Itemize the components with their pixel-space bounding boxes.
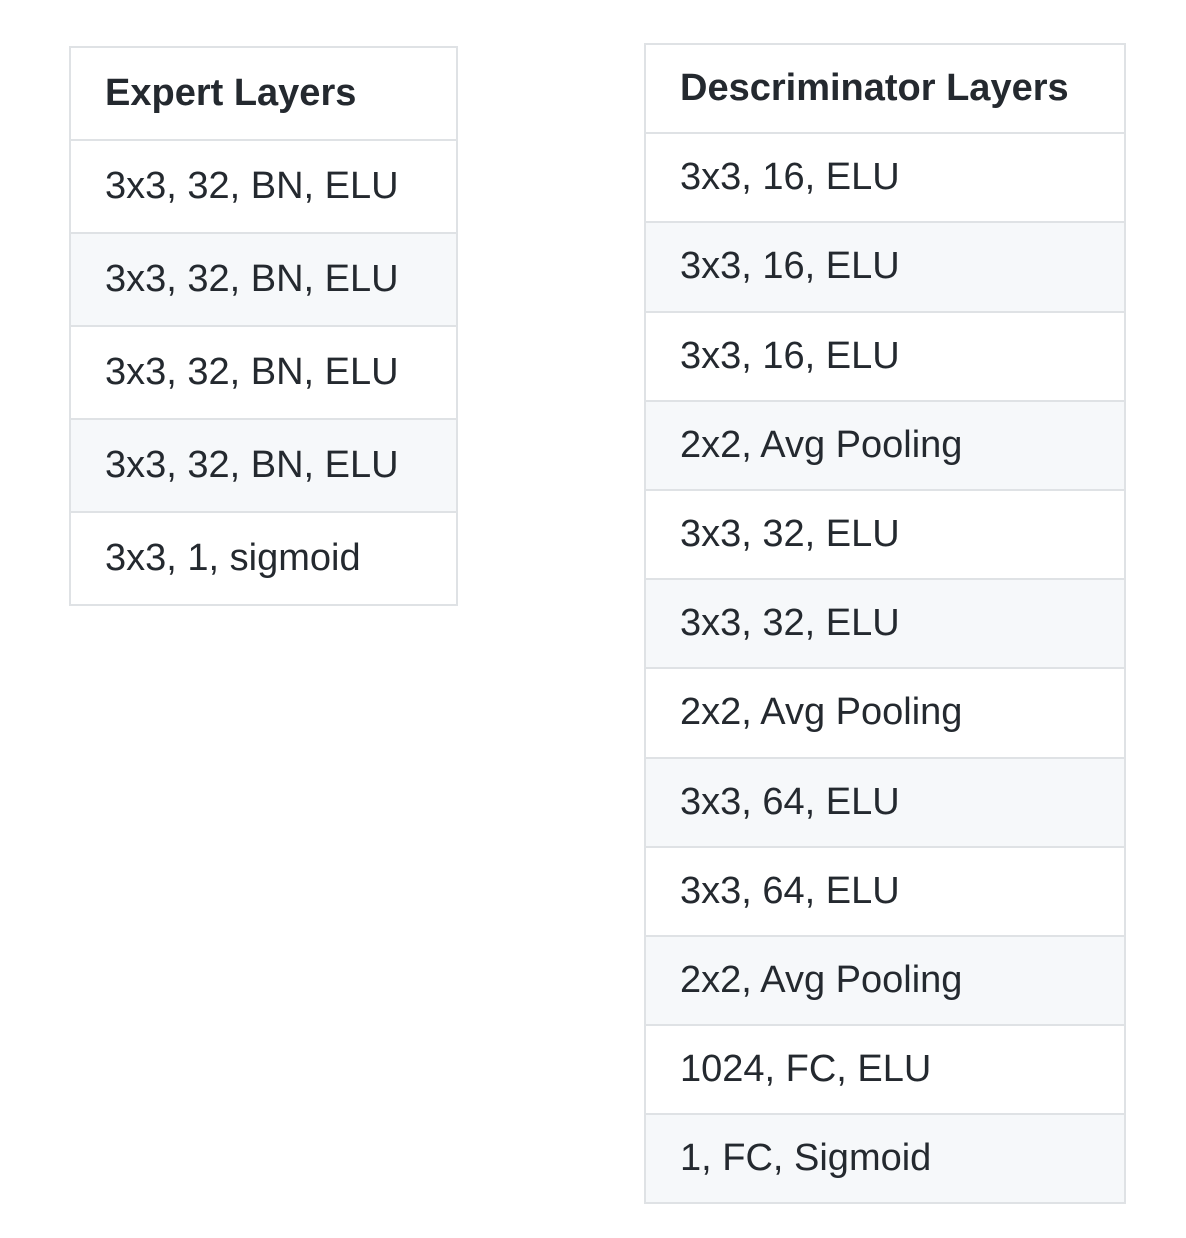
table-cell: 3x3, 32, BN, ELU (69, 232, 458, 327)
table-row: 3x3, 32, BN, ELU (69, 418, 458, 513)
table-row: 3x3, 64, ELU (644, 756, 1126, 848)
table-cell: 1, FC, Sigmoid (644, 1113, 1126, 1205)
table-row: 3x3, 16, ELU (644, 221, 1126, 313)
table-cell: 3x3, 32, BN, ELU (69, 418, 458, 513)
column-header: Expert Layers (69, 46, 458, 141)
discriminator-layers-table: Descriminator Layers 3x3, 16, ELU 3x3, 1… (644, 42, 1126, 1205)
table-row: 1024, FC, ELU (644, 1024, 1126, 1116)
table-row: 3x3, 16, ELU (644, 132, 1126, 224)
table-cell: 3x3, 32, ELU (644, 488, 1126, 581)
table-row: 2x2, Avg Pooling (644, 399, 1126, 491)
table-cell: 3x3, 32, BN, ELU (69, 325, 458, 420)
table-row: 3x3, 1, sigmoid (69, 511, 458, 606)
table-row: 3x3, 32, BN, ELU (69, 139, 458, 234)
table-cell: 2x2, Avg Pooling (644, 934, 1126, 1027)
table-cell: 2x2, Avg Pooling (644, 667, 1126, 759)
table-row: 3x3, 64, ELU (644, 845, 1126, 937)
table-cell: 3x3, 32, BN, ELU (69, 139, 458, 234)
table-row: 3x3, 32, ELU (644, 488, 1126, 581)
table-row: 3x3, 32, BN, ELU (69, 232, 458, 327)
table-cell: 3x3, 64, ELU (644, 756, 1126, 848)
table-cell: 3x3, 16, ELU (644, 221, 1126, 313)
table-row: 3x3, 16, ELU (644, 310, 1126, 402)
table-row: 3x3, 32, ELU (644, 578, 1126, 670)
column-header: Descriminator Layers (644, 42, 1126, 135)
table-cell: 3x3, 16, ELU (644, 310, 1126, 402)
table-cell: 3x3, 64, ELU (644, 845, 1126, 937)
table-cell: 3x3, 16, ELU (644, 132, 1126, 224)
table-header-row: Expert Layers (69, 46, 458, 141)
table-row: 3x3, 32, BN, ELU (69, 325, 458, 420)
table-row: 2x2, Avg Pooling (644, 934, 1126, 1027)
table-header-row: Descriminator Layers (644, 42, 1126, 135)
expert-layers-table: Expert Layers 3x3, 32, BN, ELU 3x3, 32, … (69, 46, 458, 606)
table-cell: 3x3, 32, ELU (644, 578, 1126, 670)
table-cell: 2x2, Avg Pooling (644, 399, 1126, 491)
table-row: 2x2, Avg Pooling (644, 667, 1126, 759)
table-row: 1, FC, Sigmoid (644, 1113, 1126, 1205)
table-cell: 1024, FC, ELU (644, 1024, 1126, 1116)
table-cell: 3x3, 1, sigmoid (69, 511, 458, 606)
